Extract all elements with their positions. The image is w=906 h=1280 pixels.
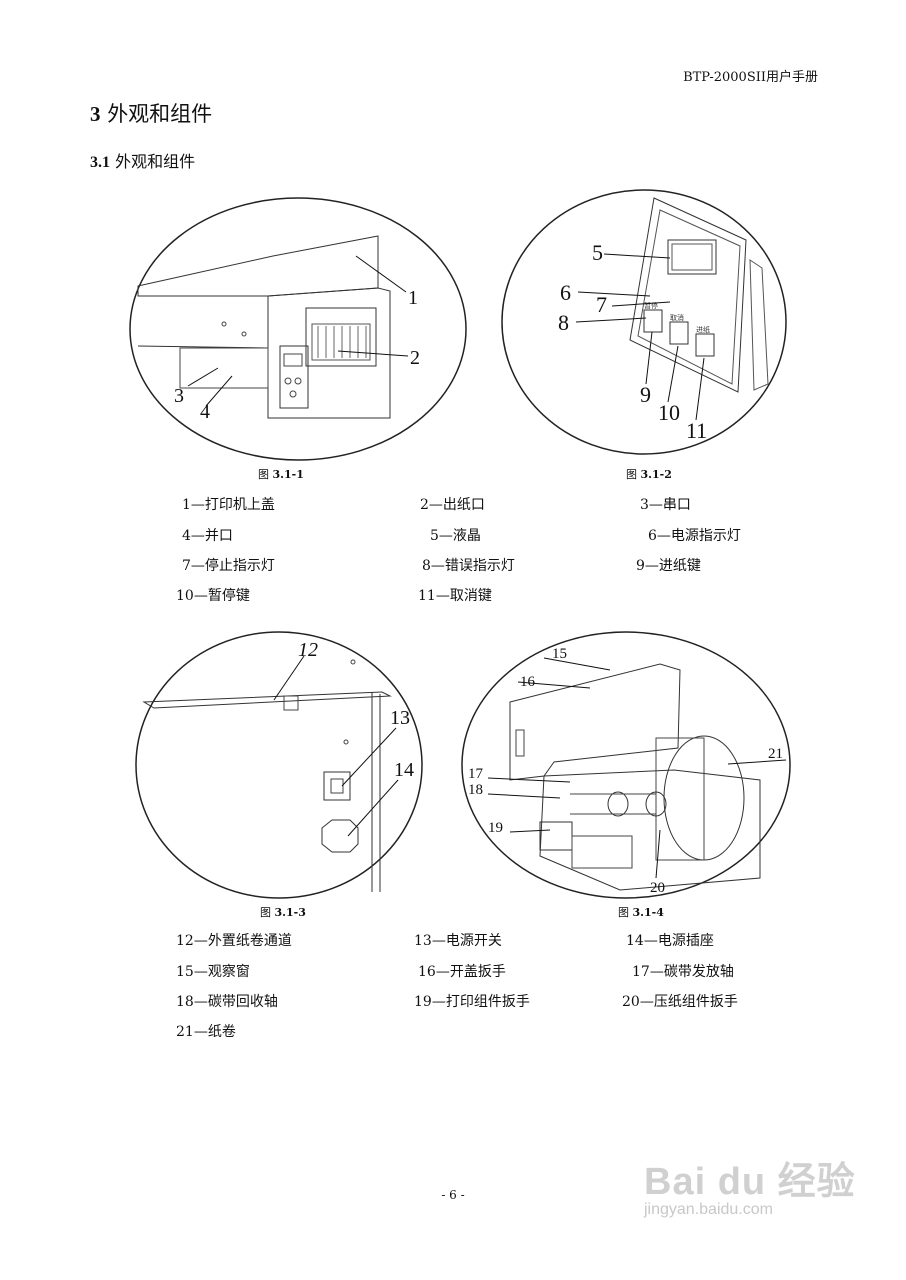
callout-8: 8 <box>558 310 569 335</box>
legend-item-8: 8—错误指示灯 <box>422 558 515 574</box>
figure-3-1-2: 暂停 取消 进纸 5 6 7 8 9 10 11 <box>500 188 788 460</box>
callout-17: 17 <box>468 766 484 782</box>
legend-item-21: 21—纸卷 <box>176 1024 236 1040</box>
section-number: 3.1 <box>90 154 110 171</box>
callout-7: 7 <box>596 292 607 317</box>
callout-16: 16 <box>520 674 536 690</box>
legend-item-19: 19—打印组件扳手 <box>414 994 530 1010</box>
legend-item-10: 10—暂停键 <box>176 588 250 604</box>
callout-10: 10 <box>658 400 680 425</box>
figure-caption-3-1-2: 图 3.1-2 <box>626 468 672 481</box>
legend-item-7: 7—停止指示灯 <box>182 558 275 574</box>
legend-item-18: 18—碳带回收轴 <box>176 994 278 1010</box>
legend-item-2: 2—出纸口 <box>420 497 485 513</box>
legend-item-17: 17—碳带发放轴 <box>632 964 734 980</box>
figure-caption-3-1-4: 图 3.1-4 <box>618 906 664 919</box>
watermark-url: jingyan.baidu.com <box>644 1201 773 1218</box>
callout-9: 9 <box>640 382 651 407</box>
callout-5: 5 <box>592 240 603 265</box>
callout-20: 20 <box>650 880 665 896</box>
watermark-brand: Bai du 经验 <box>644 1161 856 1203</box>
legend-item-6: 6—电源指示灯 <box>648 528 741 544</box>
legend-item-20: 20—压纸组件扳手 <box>622 994 738 1010</box>
chapter-title: 外观和组件 <box>107 102 213 126</box>
legend-item-5: 5—液晶 <box>430 528 481 544</box>
legend-item-4: 4—并口 <box>182 528 233 544</box>
callout-19: 19 <box>488 820 503 836</box>
callout-4: 4 <box>200 401 210 423</box>
figure-caption-3-1-3: 图 3.1-3 <box>260 906 306 919</box>
legend-item-9: 9—进纸键 <box>636 558 701 574</box>
panel-label-feed: 进纸 <box>696 325 710 334</box>
printer-front-illustration: 1 2 3 4 <box>129 197 467 461</box>
legend-item-3: 3—串口 <box>640 497 691 513</box>
printer-open-illustration: 15 16 17 18 19 20 21 <box>461 631 791 899</box>
chapter-heading: 3 外观和组件 <box>90 98 212 128</box>
callout-11: 11 <box>686 418 707 443</box>
control-panel-illustration: 暂停 取消 进纸 5 6 7 8 9 10 11 <box>501 189 787 455</box>
running-header: BTP-2000SII用户手册 <box>683 70 818 85</box>
callout-1: 1 <box>408 287 418 309</box>
callout-3: 3 <box>174 385 184 407</box>
legend-item-11: 11—取消键 <box>418 588 492 604</box>
legend-item-14: 14—电源插座 <box>626 933 714 949</box>
callout-12: 12 <box>298 639 318 661</box>
callout-21: 21 <box>768 746 783 762</box>
callout-2: 2 <box>410 347 420 369</box>
watermark: Bai du 经验 jingyan.baidu.com <box>644 1150 856 1219</box>
panel-label-cancel: 取消 <box>670 313 684 322</box>
legend-item-1: 1—打印机上盖 <box>182 497 275 513</box>
printer-rear-illustration: 12 13 14 <box>135 631 423 899</box>
legend-item-15: 15—观察窗 <box>176 964 250 980</box>
legend-item-16: 16—开盖扳手 <box>418 964 506 980</box>
legend-item-13: 13—电源开关 <box>414 933 502 949</box>
callout-14: 14 <box>394 759 414 781</box>
legend-item-12: 12—外置纸卷通道 <box>176 933 292 949</box>
callout-6: 6 <box>560 280 571 305</box>
callout-18: 18 <box>468 782 483 798</box>
figure-3-1-3: 12 13 14 <box>134 630 424 900</box>
callout-15: 15 <box>552 646 567 662</box>
panel-label-pause: 暂停 <box>644 301 658 310</box>
page-number: - 6 - <box>441 1188 465 1202</box>
figure-3-1-1: 1 2 3 4 <box>128 196 468 462</box>
chapter-number: 3 <box>90 102 101 126</box>
section-heading: 3.1 外观和组件 <box>90 148 195 172</box>
figure-caption-3-1-1: 图 3.1-1 <box>258 468 304 481</box>
section-title: 外观和组件 <box>115 152 196 171</box>
figure-3-1-4: 15 16 17 18 19 20 21 <box>460 630 792 900</box>
callout-13: 13 <box>390 707 410 729</box>
